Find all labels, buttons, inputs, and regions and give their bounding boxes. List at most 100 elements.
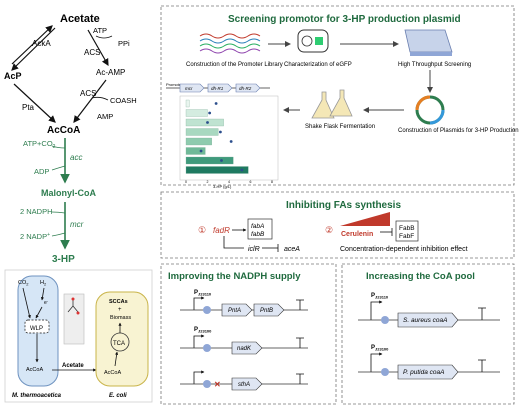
acamp-node: Ac-AMP (96, 68, 125, 77)
acetate-node: Acetate (60, 13, 100, 25)
amp-label: AMP (97, 112, 113, 121)
chart-bar (185, 156, 234, 165)
acs-label-2: ACS (80, 89, 96, 98)
screening-title: Screening promotor for 3-HP production p… (228, 14, 461, 25)
chart-point (219, 130, 222, 134)
acp-to-accoa-arrow (13, 83, 56, 123)
stha-label: sthA (238, 382, 250, 388)
promoter-2-arrow (193, 334, 205, 348)
oxygen-atom-icon (76, 311, 80, 315)
acp-node: AcP (4, 71, 22, 81)
chart-point (206, 121, 209, 124)
strategy-2-number: ② (325, 225, 333, 235)
plasmid-segment-orange (415, 95, 431, 111)
nadph-label: 2 NADPH (20, 207, 53, 216)
chart-tick-label: 4 (228, 180, 230, 184)
hts-plate-base (410, 52, 452, 56)
acea-label: aceA (284, 246, 300, 253)
electron-arrow (35, 306, 43, 319)
tca-label: TCA (113, 341, 125, 347)
chart-point (229, 140, 233, 143)
inhibition-effect-label: Concentration-dependent inhibition effec… (340, 246, 468, 253)
flask-icon-2 (329, 89, 353, 117)
coa-terminator-1-icon (478, 307, 486, 320)
strategy-1-number: ① (198, 225, 206, 235)
s-aureus-coaa-gene-arrow (397, 312, 459, 328)
chart-tick-label: 6 (250, 180, 252, 184)
acetate-to-acp-arrow (11, 27, 56, 71)
e-coli-caption: E. coli (109, 393, 127, 399)
acetate-vessel (63, 293, 85, 345)
dhr2-gene-arrow (235, 83, 261, 93)
library-label: Construction of the Promoter Library (186, 62, 283, 68)
flask-icons (311, 89, 353, 119)
plasmid-label-line1: Construction of Plasmids for 3-HP Produc… (398, 128, 519, 134)
chart-bar (185, 166, 249, 174)
3hp-node: 3-HP (52, 254, 75, 265)
wlp-box (24, 319, 50, 334)
fab-proteins-box (395, 220, 419, 242)
acetate-to-acamp-arrow (87, 29, 109, 67)
screening-panel: Screening promotor for 3-HP production p… (160, 5, 519, 189)
biomass-label: Biomass (110, 315, 131, 321)
egfp-label: Characterization of eGFP (284, 62, 352, 68)
coa-terminator-2-icon (478, 359, 486, 372)
fas-title: Inhibiting FAs synthesis (286, 200, 401, 211)
acka-label: AckA (32, 39, 51, 48)
egfp-protein-icon (315, 37, 323, 45)
chart-point (240, 168, 244, 172)
dna-wave-1 (199, 33, 261, 39)
accoa-right-label: AcCoA (104, 370, 121, 376)
e-coli-cell (95, 291, 149, 387)
coa-promoter-1-arrow (370, 300, 383, 320)
electron-label: e- (44, 298, 49, 306)
chart-tick-label: 2 (207, 180, 209, 184)
faba-label: fabA (251, 223, 264, 230)
coculture-panel: CO2 H2 e- WLP AcCoA Acetate SCCAs + Biom… (4, 269, 153, 403)
coa-frame (341, 263, 515, 405)
acamp-to-accoa-arrow (73, 79, 107, 123)
p-putida-coaa-label: P. putida coaA (403, 369, 444, 376)
nadp-label: 2 NADP+ (20, 232, 50, 241)
stha-gene-arrow (231, 377, 263, 391)
fabb-label: fabB (251, 231, 265, 238)
nadph-branch (51, 211, 66, 214)
wlp-label: WLP (30, 326, 43, 332)
cerulenin-label: Cerulenin (341, 231, 373, 238)
construct-gene-mcr: mcr (185, 86, 193, 91)
promoter-library-icon (199, 33, 261, 54)
hts-plate-icon (404, 29, 453, 53)
adp-branch (51, 165, 66, 171)
adp-label: ADP (34, 167, 49, 176)
acetate-pathway: Acetate AckA ATP PPi ACS Ac-AMP AcP Pta … (4, 13, 137, 265)
accoa-to-tca-arrow (114, 351, 119, 367)
s-aureus-coaa-label: S. aureus coaA (403, 317, 447, 324)
ppi-label: PPi (118, 39, 130, 48)
atp-label: ATP (93, 26, 107, 35)
chart-point (214, 102, 218, 105)
acs-label-1: ACS (84, 48, 100, 57)
dna-wave-3 (199, 43, 261, 49)
acp-to-acetate-arrow (11, 25, 53, 65)
oxygen-atom-icon-2 (71, 297, 75, 301)
chart-bar (185, 137, 212, 146)
coash-curve (91, 96, 109, 101)
h2-arrow (40, 287, 45, 301)
plasmid-icon (301, 35, 313, 47)
accoa-node: AcCoA (47, 125, 80, 136)
coa-promoter-2-arrow (370, 352, 383, 372)
construct-gene-dhr1: dh-R1 (211, 86, 224, 91)
construct-gene-dhr2: dh-R2 (239, 86, 252, 91)
promoter-1-arrow (193, 296, 205, 310)
chart-tick-label: 8 (271, 180, 273, 184)
nadph-promoter-2: PJ23100 (194, 327, 212, 334)
cerulenin-gradient-wedge (340, 212, 390, 226)
co2-arrow (22, 287, 31, 319)
fabb-protein-label: FabB (399, 225, 415, 232)
p-putida-coaa-gene-arrow (397, 364, 459, 380)
terminator-3-icon (296, 373, 304, 384)
dna-wave-2 (199, 38, 261, 44)
